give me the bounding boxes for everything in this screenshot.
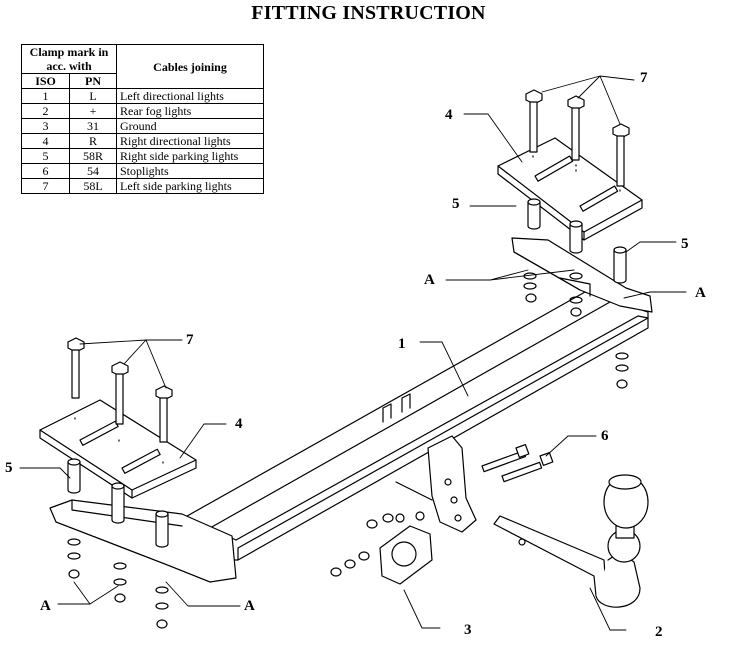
callout-a-right-2: A [695, 285, 706, 301]
socket-plate [330, 511, 433, 585]
cable-cell: Left side parking lights [116, 178, 264, 194]
table-row: 5 58R Right side parking lights [20, 148, 264, 164]
main-crossbar [179, 291, 649, 561]
hitch-center-bracket [395, 435, 477, 533]
callout-1: 1 [398, 336, 406, 352]
leader-lines [19, 75, 687, 631]
cable-cell: Right directional lights [116, 133, 264, 149]
table-row: 6 54 Stoplights [20, 163, 264, 179]
wiring-table: Clamp mark in acc. with Cables joining I… [20, 44, 264, 194]
tow-ball-arm [493, 474, 649, 608]
callout-6: 6 [601, 428, 609, 444]
table-row: 2 + Rear fog lights [20, 103, 264, 119]
table-row: 7 58L Left side parking lights [20, 178, 264, 194]
cable-cell: Right side parking lights [116, 148, 264, 164]
callout-7-right: 7 [640, 70, 648, 86]
spacers [67, 198, 627, 548]
callout-a-right-1: A [424, 272, 435, 288]
callout-a-left-2: A [244, 598, 255, 614]
left-bolts [67, 337, 173, 465]
washers-and-nuts [67, 272, 629, 629]
left-side-bracket [49, 499, 237, 583]
callout-7-left: 7 [186, 332, 194, 348]
page-title: FITTING INSTRUCTION [251, 2, 486, 24]
cable-cell: Rear fog lights [116, 103, 264, 119]
pn-cell: 58R [69, 148, 117, 164]
header-clamp-mark: Clamp mark in acc. with [21, 44, 117, 74]
callout-4-right: 4 [445, 107, 453, 123]
callout-3: 3 [464, 622, 472, 638]
header-pn: PN [69, 73, 117, 89]
hitch-bolts [481, 443, 554, 483]
iso-cell: 7 [20, 178, 71, 194]
callout-2: 2 [655, 624, 663, 640]
callout-5-right-top: 5 [452, 196, 460, 212]
iso-cell: 4 [20, 133, 71, 149]
callout-5-right-side: 5 [681, 236, 689, 252]
table-row: 4 R Right directional lights [20, 133, 264, 149]
right-bolts [525, 89, 630, 193]
callout-5-left: 5 [5, 460, 13, 476]
callout-a-left-1: A [40, 598, 51, 614]
callout-4-left: 4 [235, 416, 243, 432]
left-mounting-plate [39, 399, 197, 499]
